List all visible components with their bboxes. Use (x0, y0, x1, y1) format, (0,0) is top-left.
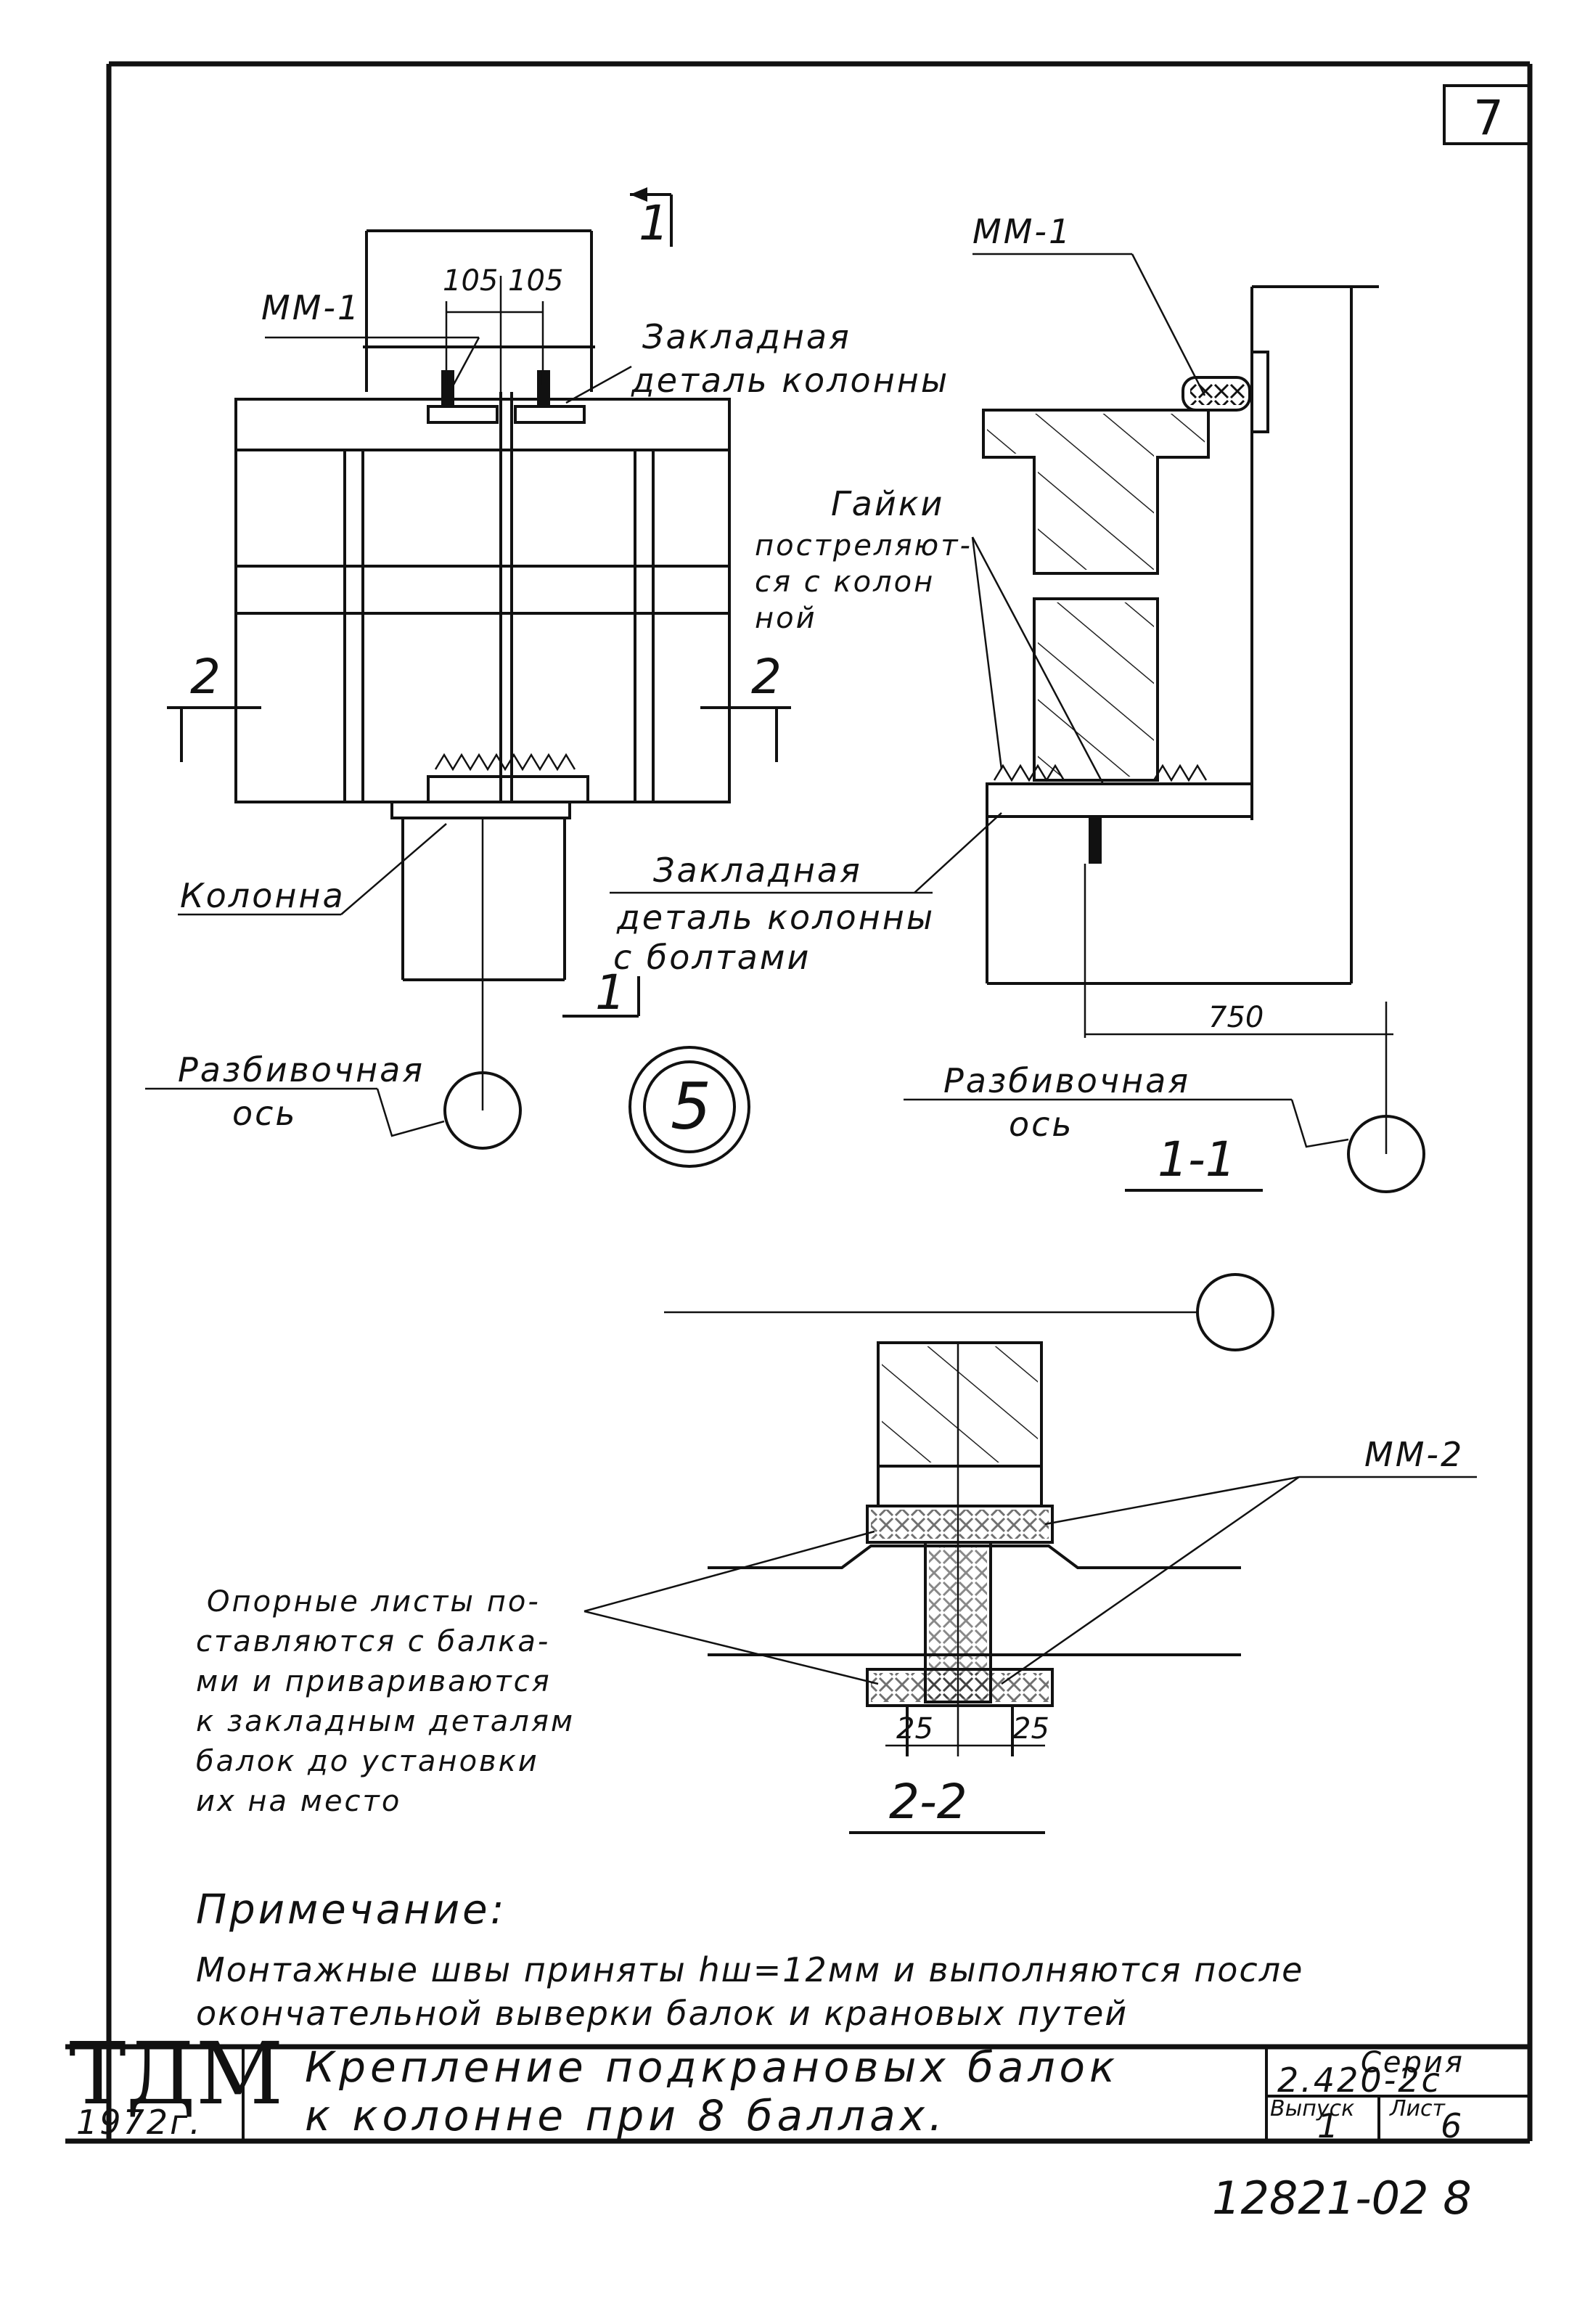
section-mark-2-left: 2 (190, 649, 221, 705)
section-1-1-view (914, 253, 1393, 1154)
nuts-label-l3: ся с колон (755, 565, 935, 599)
stamp-tdm: ТДМ (69, 2024, 283, 2124)
note-heading: Примечание: (196, 1886, 507, 1934)
section-2-2-caption: 2-2 (889, 1774, 967, 1830)
sheet-label: Лист (1389, 2096, 1446, 2122)
support-note-l2: ставляются с балка- (196, 1625, 550, 1658)
section-1-1-caption: 1-1 (1158, 1132, 1236, 1187)
section-mark-2-right: 2 (751, 649, 782, 705)
stamp-year: 1972г. (76, 2103, 202, 2142)
series-label: Серия (1361, 2046, 1465, 2079)
nuts-label-l2: постреляют- (755, 529, 972, 562)
note-line-2: окончательной выверки балок и крановых п… (196, 1994, 1128, 2033)
axis-label-left-l1: Разбивочная (178, 1050, 425, 1089)
embedded-part-label-l2: деталь колонны (631, 361, 949, 400)
axis-label-right-l2: ось (1009, 1105, 1074, 1144)
axis-label-left-l2: ось (232, 1094, 298, 1133)
title-line-1: Крепление подкрановых балок (305, 2042, 1119, 2092)
node-number-circle: 5 (628, 1046, 750, 1168)
node-number: 5 (671, 1069, 711, 1144)
section-mark-1-bottom: 1 (595, 965, 626, 1020)
dim-25-left: 25 (896, 1712, 933, 1746)
series-value: 2.420-2с (1277, 2061, 1442, 2100)
support-note-l3: ми и привариваются (196, 1665, 552, 1698)
column-label: Колонна (180, 876, 345, 915)
issue-value: 1 (1317, 2106, 1340, 2145)
support-note-l1: Опорные листы по- (207, 1585, 541, 1619)
dim-750: 750 (1208, 1001, 1264, 1034)
elevation-view: 105 105 1 1 2 2 (167, 187, 933, 1074)
page-number-box: 7 (1443, 84, 1531, 146)
page-number: 7 (1473, 90, 1504, 146)
dim-105-left: 105 (443, 264, 498, 298)
axis-bubble-right (904, 1098, 1425, 1193)
sheet-frame (65, 61, 1533, 2144)
embedded-bolts-label-l1: Закладная (653, 851, 862, 890)
sheet-value: 6 (1441, 2106, 1464, 2145)
support-note-l5: балок до установки (196, 1745, 539, 1778)
issue-label: Выпуск (1270, 2096, 1354, 2122)
section-mark-1-top: 1 (639, 195, 669, 251)
nuts-label-l4: ной (755, 602, 817, 635)
dim-105-right: 105 (508, 264, 563, 298)
embedded-bolts-label-l2: деталь колонны (616, 898, 935, 937)
weld-mark-mm2: ММ-2 (1364, 1435, 1464, 1474)
weld-mark-mm1-elevation: ММ-1 (261, 288, 361, 327)
embedded-part-label-l1: Закладная (642, 317, 851, 356)
nuts-label-l1: Гайки (831, 484, 944, 523)
title-line-2: к колонне при 8 баллах. (305, 2091, 946, 2140)
note-line-1: Монтажные швы приняты hш=12мм и выполняю… (196, 1950, 1303, 1989)
section-2-2-view (583, 1273, 1477, 1834)
support-note-l4: к закладным деталям (196, 1705, 575, 1738)
axis-bubble-left (145, 1071, 522, 1150)
axis-label-right-l1: Разбивочная (943, 1061, 1190, 1100)
support-note-l6: их на место (196, 1785, 401, 1818)
embedded-bolts-label-l3: с болтами (613, 938, 811, 977)
doc-number: 12821-02 8 (1212, 2172, 1472, 2225)
dim-25-right: 25 (1012, 1712, 1049, 1746)
weld-mark-mm1-section: ММ-1 (972, 212, 1072, 251)
title-block (65, 2044, 1530, 2141)
